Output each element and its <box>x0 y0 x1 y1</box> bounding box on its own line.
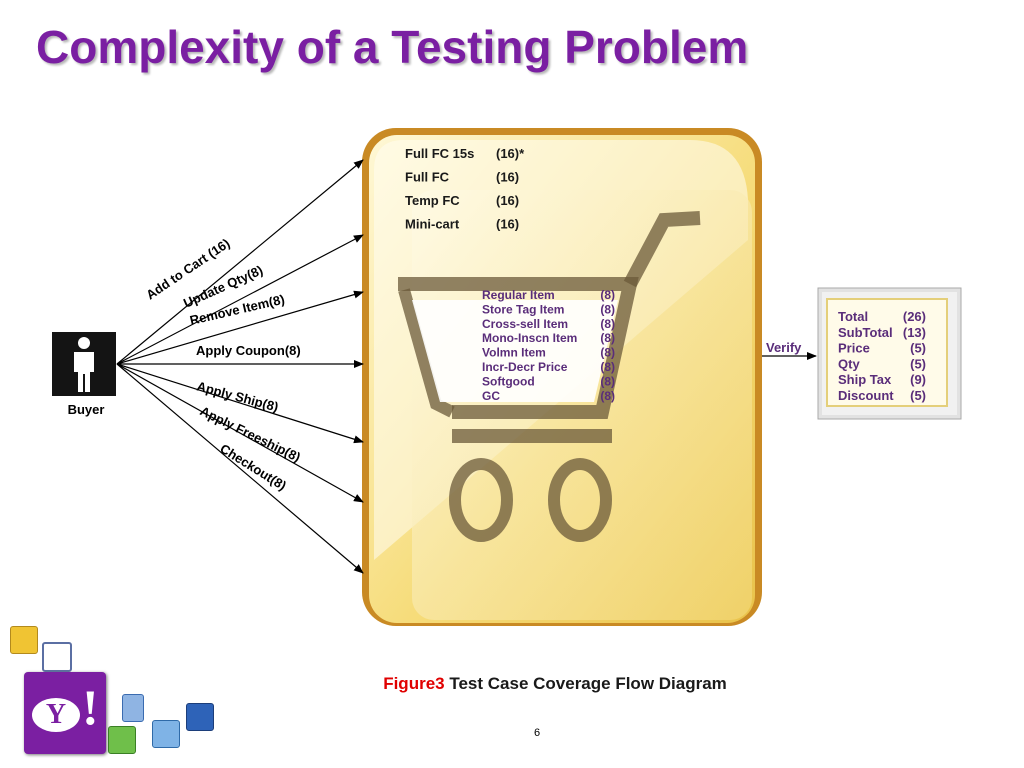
verify-item-name: Price <box>838 341 870 356</box>
cart-item-name: Softgood <box>482 374 535 388</box>
cart-item-count: (8) <box>600 374 615 388</box>
action-arrow <box>116 234 364 365</box>
verify-label: Verify <box>766 340 802 355</box>
action-arrow <box>116 290 364 365</box>
verify-item-count: (9) <box>910 372 926 387</box>
verify-item-name: Qty <box>838 356 860 371</box>
page-number: 6 <box>534 727 541 739</box>
verify-item-count: (5) <box>910 388 926 403</box>
cart-item-count: (8) <box>600 346 615 360</box>
verify-item-count: (13) <box>903 325 926 340</box>
cart-top-item-name: Full FC 15s <box>405 146 474 161</box>
verify-item-list: Total (26) SubTotal (13) Price (5) Qty (5) Ship … <box>838 309 926 403</box>
soccer-ball-icon <box>108 726 136 754</box>
star-icon <box>186 703 214 731</box>
mail-icon <box>152 720 180 748</box>
cart-top-list: Full FC 15s (16)* Full FC (16) Temp FC (16) Mi… <box>405 146 525 232</box>
shopping-cart-icon <box>398 211 701 542</box>
cart-top-item-count: (16) <box>496 193 519 208</box>
action-arrow <box>116 159 364 365</box>
verify-item-count: (5) <box>910 341 926 356</box>
action-label: Apply Coupon(8) <box>196 343 301 358</box>
action-arrows: Add to Cart (16)Update Qty(8)Remove Item… <box>116 159 364 574</box>
cart-item-name: GC <box>482 389 500 403</box>
verify-item-name: SubTotal <box>838 325 893 340</box>
cart-top-item-count: (16) <box>496 217 519 232</box>
action-arrow <box>116 363 364 444</box>
verify-item-name: Ship Tax <box>838 372 892 387</box>
cart-item-count: (8) <box>600 288 615 302</box>
verify-item-name: Total <box>838 309 868 324</box>
yahoo-logo-bang: ! <box>82 679 99 735</box>
cart-item-count: (8) <box>600 389 615 403</box>
figure-number: Figure3 <box>383 674 445 693</box>
page-title: Complexity of a Testing Problem <box>36 21 749 73</box>
cart-item-name: Store Tag Item <box>482 302 564 316</box>
verify-item-count: (26) <box>903 309 926 324</box>
folder-chart-icon <box>10 626 38 654</box>
cart-item-count: (8) <box>600 302 615 316</box>
cart-top-item-name: Temp FC <box>405 193 460 208</box>
yahoo-logo: Y ! <box>24 672 106 754</box>
buyer-label: Buyer <box>68 402 105 417</box>
action-arrow <box>116 363 364 574</box>
verify-box <box>817 287 962 420</box>
person-icon <box>74 337 94 392</box>
action-arrow <box>116 363 364 503</box>
figure-caption: Figure3 Test Case Coverage Flow Diagram <box>0 674 1024 694</box>
cart-item-name: Cross-sell Item <box>482 317 568 331</box>
cart-item-count: (8) <box>600 317 615 331</box>
figure-caption-text: Test Case Coverage Flow Diagram <box>449 674 727 693</box>
cart-top-item-count: (16)* <box>496 146 525 161</box>
cart-top-item-name: Mini-cart <box>405 217 460 232</box>
cart-item-name: Incr-Decr Price <box>482 360 568 374</box>
calendar-icon <box>42 642 72 672</box>
verify-connector: Verify <box>762 340 817 360</box>
cart-top-item-count: (16) <box>496 170 519 185</box>
verify-item-name: Discount <box>838 388 894 403</box>
cart-item-count: (8) <box>600 331 615 345</box>
cart-item-name: Mono-Inscn Item <box>482 331 577 345</box>
cart-item-count: (8) <box>600 360 615 374</box>
yahoo-logo-y: Y <box>32 698 80 732</box>
buyer-node: Buyer <box>52 332 116 417</box>
cart-item-name: Volmn Item <box>482 346 546 360</box>
cart-top-item-name: Full FC <box>405 170 450 185</box>
cart-item-list: Regular Item (8) Store Tag Item (8) Cross-se… <box>482 288 615 403</box>
verify-item-count: (5) <box>910 356 926 371</box>
cart-item-name: Regular Item <box>482 288 555 302</box>
phone-icon <box>122 694 144 722</box>
